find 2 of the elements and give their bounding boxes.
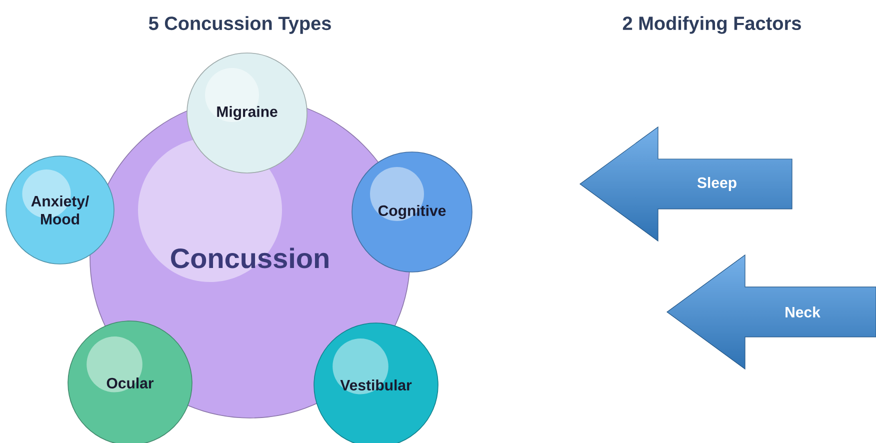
heading: 5 Concussion Types xyxy=(148,16,331,34)
heading: 2 Modifying Factors xyxy=(622,16,801,34)
